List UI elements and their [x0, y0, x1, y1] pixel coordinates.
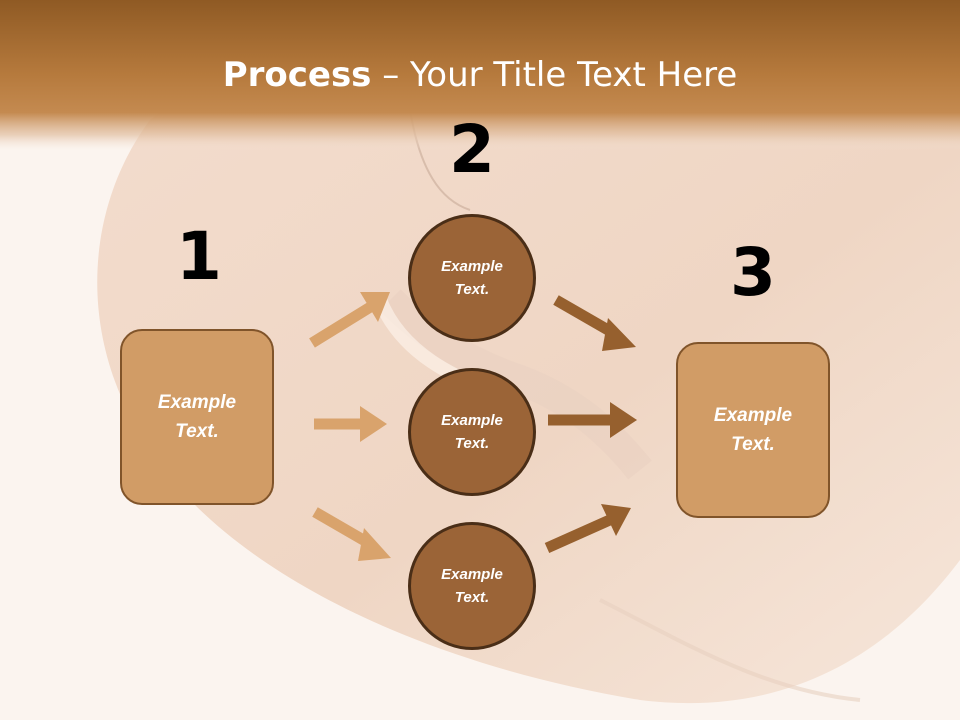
arrow-2b-to-3: [548, 402, 637, 438]
step-2-number: 2: [449, 111, 495, 188]
step-3-box: Example Text.: [676, 342, 830, 518]
step-2-item-2-text: Example Text.: [441, 412, 503, 452]
step-1-text: Example Text.: [157, 392, 237, 442]
arrow-1-to-2c: [312, 507, 391, 561]
arrow-2a-to-3: [553, 295, 636, 351]
step-1-box: Example Text.: [120, 329, 274, 505]
step-2-item-1-text: Example Text.: [441, 258, 503, 298]
step-2-circle-bottom: Example Text.: [408, 522, 536, 650]
step-2-circle-top: Example Text.: [408, 214, 536, 342]
title-bold: Process: [222, 55, 372, 95]
step-2-item-3-text: Example Text.: [441, 566, 503, 606]
title-bar: [0, 0, 960, 150]
arrow-1-to-2a: [309, 292, 390, 348]
arrow-2c-to-3: [544, 504, 631, 554]
step-1-number: 1: [176, 218, 222, 295]
title-rest: – Your Title Text Here: [371, 55, 738, 95]
step-3-text: Example Text.: [713, 405, 793, 455]
step-3-number: 3: [730, 234, 776, 311]
step-2-circle-middle: Example Text.: [408, 368, 536, 496]
slide-title: Process – Your Title Text Here: [0, 55, 960, 95]
arrow-1-to-2b: [314, 406, 387, 442]
